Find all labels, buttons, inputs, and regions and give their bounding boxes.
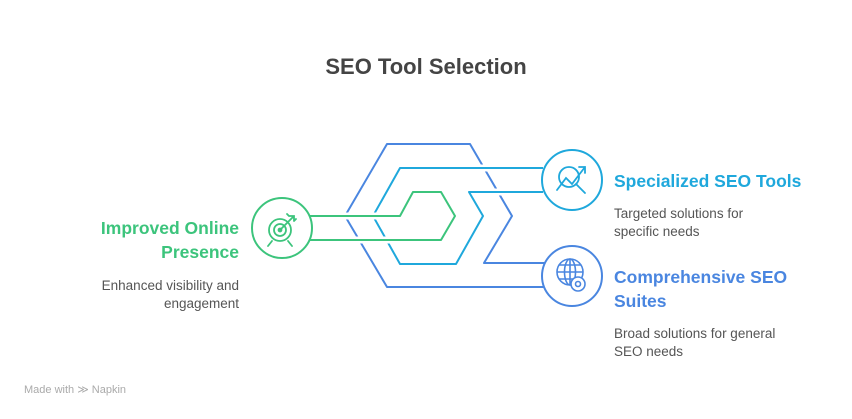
target-icon bbox=[267, 213, 297, 247]
comprehensive-seo-suites-description: Broad solutions for general SEO needs bbox=[614, 326, 776, 359]
napkin-logo-icon: ≫ bbox=[77, 384, 89, 396]
blue-node-circle bbox=[541, 245, 603, 307]
blue-connector bbox=[344, 143, 548, 288]
cyan-node-circle bbox=[541, 149, 603, 211]
globe-gear-icon bbox=[556, 258, 586, 292]
diagram-title: SEO Tool Selection bbox=[325, 54, 527, 79]
made-with-napkin-footer[interactable]: Made with ≫ Napkin bbox=[24, 384, 127, 396]
improved-online-presence-description: Enhanced visibility and engagement bbox=[101, 278, 239, 311]
comprehensive-seo-suites-heading: Comprehensive SEO Suites bbox=[614, 267, 788, 311]
specialized-seo-tools-description: Targeted solutions for specific needs bbox=[614, 206, 744, 239]
improved-online-presence-heading: Improved Online Presence bbox=[100, 218, 239, 262]
green-connector bbox=[310, 191, 456, 241]
specialized-seo-tools-heading: Specialized SEO Tools bbox=[614, 171, 802, 191]
chart-search-icon bbox=[556, 166, 586, 194]
cyan-connector bbox=[372, 167, 543, 265]
